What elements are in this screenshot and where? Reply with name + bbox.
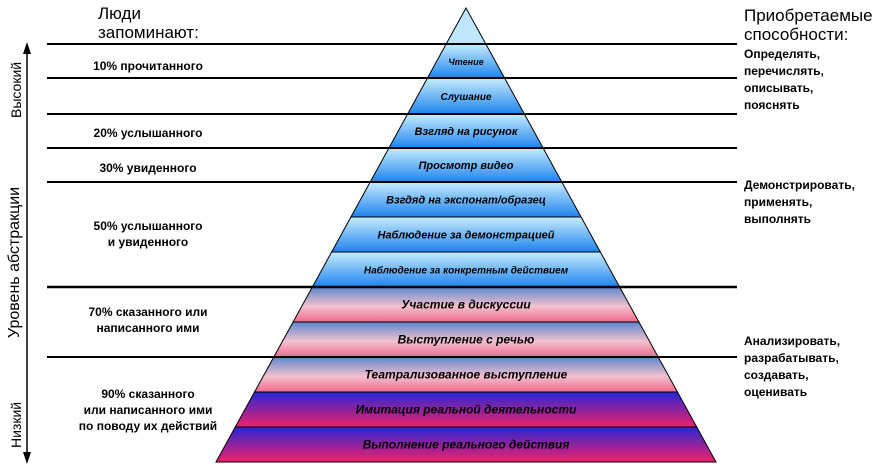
abstraction-axis-title: Уровень абстракции [6,186,23,338]
retention-label-70: 70% сказанного или написанного ими [88,305,208,335]
pyramid-level-label: Взгдяд на экспонат/образец [386,195,546,207]
abilities-header: Приобретаемые способности: [744,6,873,44]
retention-label-90: 90% сказанного или написанного ими по по… [78,387,218,433]
abilities-group-2: Демонстрировать, применять, выполнять [744,178,855,226]
abstraction-axis-arrow [23,42,31,464]
abilities-group-3: Анализировать, разрабатывать, создавать,… [744,334,841,399]
pyramid-level-label: Театрализованное выступление [365,368,568,382]
retention-label-20: 20% услышанного [93,126,203,140]
pyramid-level-label: Взгляд на рисунок [415,126,519,138]
pyramid-level-label: Чтение [448,57,483,67]
pyramid-level-label: Выступление с речью [398,333,535,347]
pyramid-level-label: Наблюдение за конкретным действием [364,265,569,277]
retention-header: Люди запоминают: [98,4,199,42]
retention-label-10: 10% прочитанного [93,59,203,73]
pyramid-apex [445,6,487,45]
retention-label-30: 30% увиденного [99,161,197,175]
retention-label-50: 50% услышанного и увиденного [93,219,203,249]
abstraction-axis-low-label: Низкий [8,401,24,448]
pyramid-level-label: Выполнение реального действия [363,438,570,452]
pyramid-level-label: Участие в дискуссии [401,298,531,312]
pyramid-level-band [215,426,717,463]
abilities-group-1: Определять, перечислять, описывать, пояс… [744,47,824,112]
pyramid-level-label: Имитация реальной деятельности [356,403,577,417]
pyramid-level-label: Просмотр видео [418,160,513,172]
pyramid-level-label: Наблюдение за демонстрацией [378,230,555,242]
pyramid-level-label: Слушание [440,92,491,103]
abstraction-axis-high-label: Высокий [8,61,24,118]
